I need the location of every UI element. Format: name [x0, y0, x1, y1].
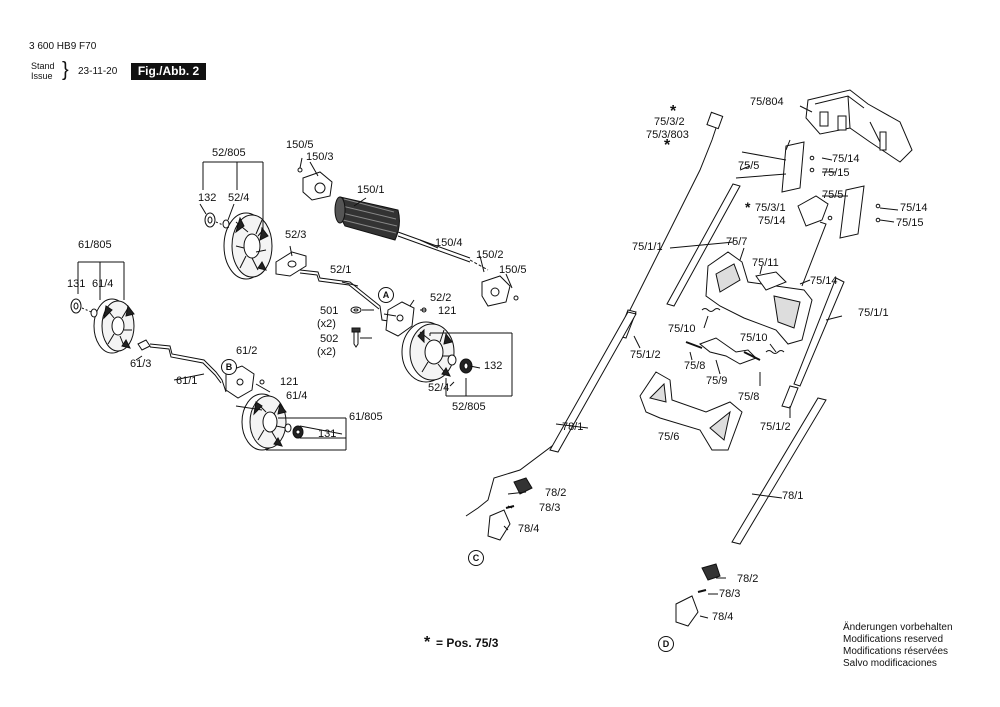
part-label: 132	[198, 192, 217, 204]
handle-75-804	[805, 89, 913, 163]
part-label: 150/2	[476, 249, 504, 261]
footer-line: Salvo modificaciones	[843, 658, 937, 669]
part-label: 78/1	[782, 490, 804, 502]
issue-label: Issue	[31, 71, 53, 81]
roller-150-1	[334, 196, 400, 241]
part-label: 502	[320, 333, 339, 345]
part-label: 121	[280, 376, 299, 388]
part-label: 75/14	[832, 153, 860, 165]
part-label: 150/5	[499, 264, 527, 276]
part-label: 75/8	[684, 360, 706, 372]
part-label: 131	[67, 278, 86, 290]
part-label: 132	[484, 360, 503, 372]
part-label: 52/4	[228, 192, 250, 204]
part-label: 75/9	[706, 375, 728, 387]
document-number: 3 600 HB9 F70	[29, 41, 97, 52]
part-label: (x2)	[317, 318, 336, 330]
bracket-75-7	[705, 251, 813, 345]
part-label: 75/1/1	[858, 307, 889, 319]
part-label: 61/4	[92, 278, 114, 290]
part-label: 75/3/2	[654, 116, 685, 128]
part-label: (x2)	[317, 346, 336, 358]
callout-b: B	[221, 359, 237, 375]
part-label: 75/1/2	[760, 421, 791, 433]
part-label: 78/2	[545, 487, 567, 499]
legend-star: *	[424, 634, 431, 651]
part-label: 61/2	[236, 345, 258, 357]
part-label: 75/14	[900, 202, 928, 214]
part-label: 75/7	[726, 236, 748, 248]
wheel-61-bottom	[241, 393, 287, 451]
part-label: 75/1/1	[632, 241, 663, 253]
part-label: 52/2	[430, 292, 452, 304]
part-label: 121	[438, 305, 457, 317]
part-label: 61/3	[130, 358, 152, 370]
part-label: 75/10	[740, 332, 768, 344]
part-label: 78/4	[712, 611, 734, 623]
part-label: 61/4	[286, 390, 308, 402]
part-label: 52/3	[285, 229, 307, 241]
callout-a: A	[378, 287, 394, 303]
callout-d: D	[658, 636, 674, 652]
part-label: 150/3	[306, 151, 334, 163]
figure-label: Fig./Abb. 2	[131, 63, 206, 80]
part-label: 75/5	[822, 189, 844, 201]
part-label: 75/10	[668, 323, 696, 335]
part-label: 501	[320, 305, 339, 317]
callout-c: C	[468, 550, 484, 566]
part-label: 52/4	[428, 382, 450, 394]
part-label: 75/15	[822, 167, 850, 179]
part-label: 150/4	[435, 237, 463, 249]
part-label: 61/805	[349, 411, 383, 423]
part-label: 75/6	[658, 431, 680, 443]
part-label: 75/11	[752, 257, 779, 269]
part-label: 75/3/803	[646, 129, 689, 141]
legend-text: = Pos. 75/3	[436, 636, 499, 650]
part-label: *	[670, 103, 677, 120]
part-label: 52/805	[212, 147, 246, 159]
part-label: 75/804	[750, 96, 784, 108]
part-label: 75/3/1	[755, 202, 786, 214]
part-label: 75/14	[758, 215, 786, 227]
part-label: 78/4	[518, 523, 540, 535]
issue-date: 23-11-20	[78, 66, 118, 77]
stand-label: Stand	[31, 61, 55, 71]
part-label: 52/1	[330, 264, 352, 276]
part-label: 150/5	[286, 139, 314, 151]
footer-line: Modifications reserved	[843, 634, 944, 645]
part-label: 75/15	[896, 217, 924, 229]
part-label: 78/2	[737, 573, 759, 585]
footer-line: Änderungen vorbehalten	[843, 622, 953, 633]
part-label: 75/14	[810, 275, 838, 287]
wheel-61-top	[93, 298, 135, 354]
part-label: 150/1	[357, 184, 385, 196]
part-label: 75/5	[738, 160, 760, 172]
part-label: 131	[318, 428, 337, 440]
part-label: *	[664, 137, 671, 154]
part-label: 75/8	[738, 391, 760, 403]
part-label: 78/3	[719, 588, 741, 600]
footer-line: Modifications réservées	[843, 646, 949, 657]
washer-132-top	[204, 212, 216, 228]
part-label: 52/805	[452, 401, 486, 413]
part-label: 75/1/2	[630, 349, 661, 361]
part-label: 78/1	[562, 421, 584, 433]
header-brace: }	[62, 59, 69, 81]
part-label: 78/3	[539, 502, 561, 514]
part-label: *	[745, 199, 751, 215]
part-label: 61/1	[176, 375, 198, 387]
part-label: 61/805	[78, 239, 112, 251]
wheel-52-top	[223, 212, 273, 280]
wheel-52-bottom	[401, 321, 455, 383]
bracket-75-6	[639, 371, 743, 451]
